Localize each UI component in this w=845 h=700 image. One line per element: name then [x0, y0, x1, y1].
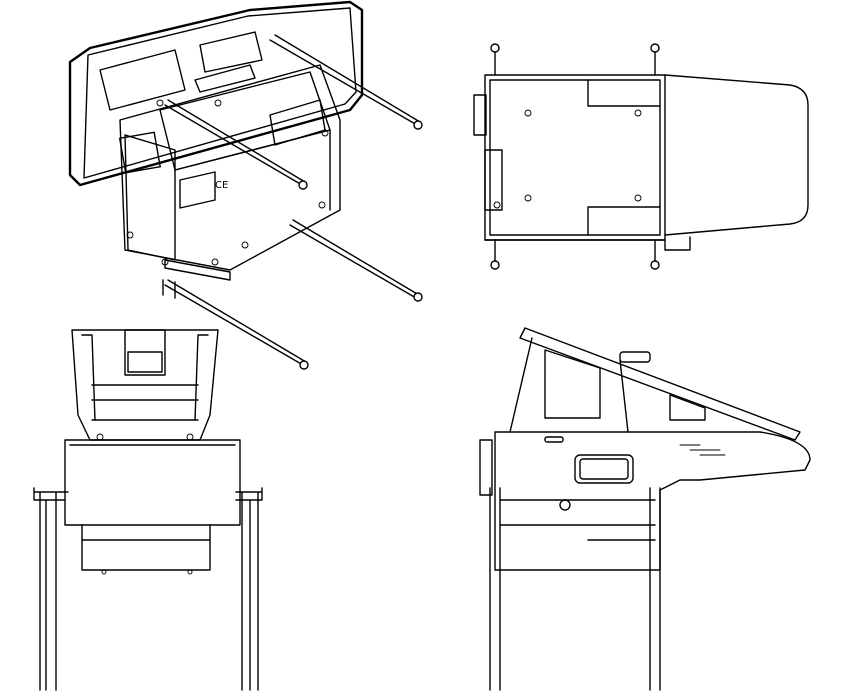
- front-view: [33, 329, 263, 691]
- isometric-view: CE: [68, 0, 423, 370]
- ce-mark: CE: [215, 180, 228, 191]
- top-view: [473, 43, 809, 270]
- side-view: [479, 327, 811, 691]
